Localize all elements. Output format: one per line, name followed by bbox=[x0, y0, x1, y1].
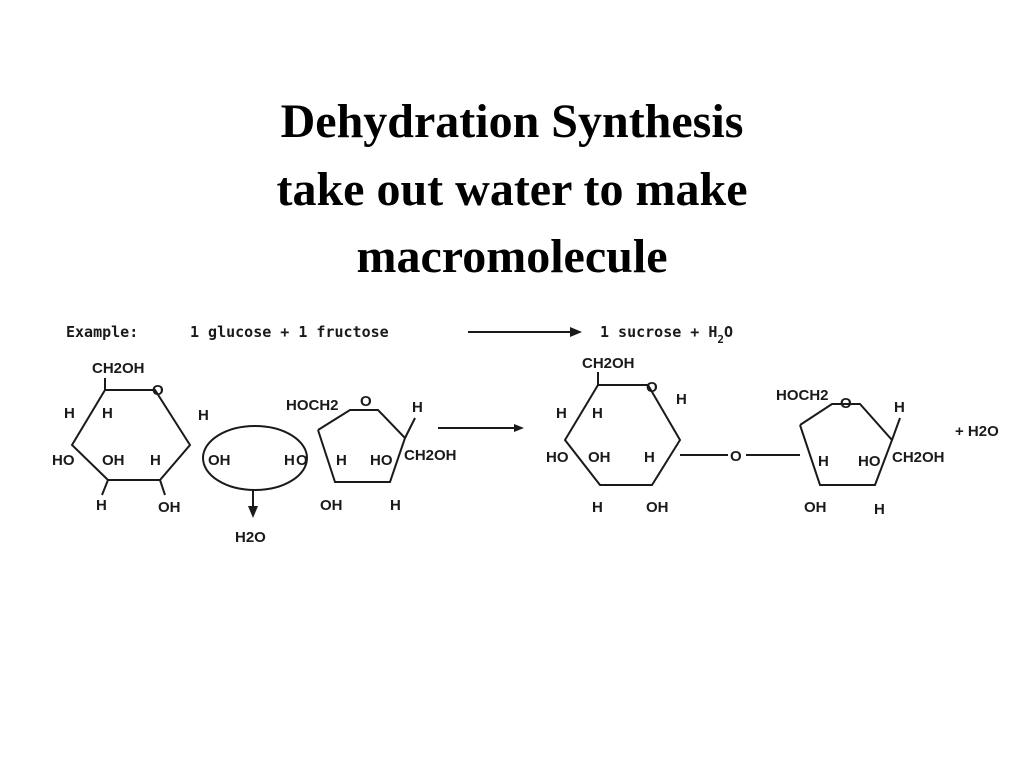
glucose-ho-c4: HO bbox=[52, 452, 75, 469]
sucrose-oh-c2: OH bbox=[646, 499, 669, 516]
glucose-oh-bond bbox=[159, 479, 166, 496]
sucrose-ch2oh: CH2OH bbox=[582, 355, 635, 372]
sucrose-h-c3: H bbox=[818, 453, 829, 470]
fructose-h-c4: H bbox=[336, 452, 347, 469]
reaction-arrow-top-head bbox=[570, 327, 582, 337]
sucrose-h-c2: H bbox=[644, 449, 655, 466]
fructose-h-c5: H bbox=[412, 399, 423, 416]
sucrose-fru-h-bond bbox=[891, 417, 901, 441]
reaction-arrow-middle-head bbox=[514, 424, 524, 432]
fructose-o-link: O bbox=[296, 452, 308, 469]
product-equation: 1 sucrose + H2O bbox=[600, 323, 733, 346]
sucrose-fructose-ring bbox=[799, 403, 894, 486]
glucose-h-c2: H bbox=[150, 452, 161, 469]
sucrose-hoch2: HOCH2 bbox=[776, 387, 829, 404]
sucrose-glucose-ring bbox=[563, 384, 682, 486]
glucose-ring-o: O bbox=[152, 382, 164, 399]
fructose-ho-c3: HO bbox=[370, 452, 393, 469]
sucrose-fru-ch2oh: CH2OH bbox=[892, 449, 945, 466]
sucrose-oh-c3b: OH bbox=[804, 499, 827, 516]
title-line-2: take out water to make bbox=[276, 163, 748, 216]
example-label: Example: bbox=[66, 323, 138, 341]
fructose-ch2oh: CH2OH bbox=[404, 447, 457, 464]
fructose-ring bbox=[317, 409, 407, 483]
glucose-h-bond bbox=[101, 479, 109, 496]
reactant-equation: 1 glucose + 1 fructose bbox=[190, 323, 389, 341]
title-line-1: Dehydration Synthesis bbox=[280, 95, 744, 148]
glucose-oh-c1: OH bbox=[208, 452, 231, 469]
fructose-h-bond bbox=[404, 417, 416, 439]
water-removed-label: H2O bbox=[235, 529, 266, 546]
plus-water-label: + H2O bbox=[955, 423, 999, 440]
glucose-h-c4-axial: H bbox=[102, 405, 113, 422]
fructose-h-link: H bbox=[284, 452, 295, 469]
sucrose-oh-c3: OH bbox=[588, 449, 611, 466]
title-line-3: macromolecule bbox=[356, 230, 668, 283]
fructose-hoch2: HOCH2 bbox=[286, 397, 339, 414]
fructose-ring-o: O bbox=[360, 393, 372, 410]
sucrose-fru-ring-o: O bbox=[840, 395, 852, 412]
sucrose-h-a: H bbox=[556, 405, 567, 422]
sucrose-molecule: CH2OH O H H H HO OH H H OH O HOCH2 O H H… bbox=[546, 355, 945, 518]
sucrose-h-c1: H bbox=[676, 391, 687, 408]
glucose-h-c1: H bbox=[198, 407, 209, 424]
dehydration-synthesis-diagram: Example: 1 glucose + 1 fructose 1 sucros… bbox=[52, 323, 999, 546]
sucrose-h-c5: H bbox=[894, 399, 905, 416]
sucrose-h-c4: H bbox=[592, 499, 603, 516]
sucrose-ho-c4: HO bbox=[858, 453, 881, 470]
sucrose-h-c4b: H bbox=[874, 501, 885, 518]
glucose-oh-c3: OH bbox=[102, 452, 125, 469]
water-removal-oval bbox=[202, 425, 308, 491]
water-arrow-head bbox=[248, 506, 258, 518]
fructose-molecule: HOCH2 O H H O H HO CH2OH OH H bbox=[284, 393, 457, 514]
glucose-oh-c2: OH bbox=[158, 499, 181, 516]
fructose-oh-c4: OH bbox=[320, 497, 343, 514]
glucose-molecule: CH2OH O H H H HO OH H OH H OH bbox=[52, 360, 231, 516]
glucose-ch2oh: CH2OH bbox=[92, 360, 145, 377]
sucrose-glc-ring-o: O bbox=[646, 379, 658, 396]
sucrose-bridge-o: O bbox=[730, 448, 742, 465]
glucose-h-c4-top: H bbox=[64, 405, 75, 422]
sucrose-h-b: H bbox=[592, 405, 603, 422]
fructose-h-c3: H bbox=[390, 497, 401, 514]
glucose-ring bbox=[70, 389, 192, 481]
glucose-h-c3: H bbox=[96, 497, 107, 514]
sucrose-ho: HO bbox=[546, 449, 569, 466]
